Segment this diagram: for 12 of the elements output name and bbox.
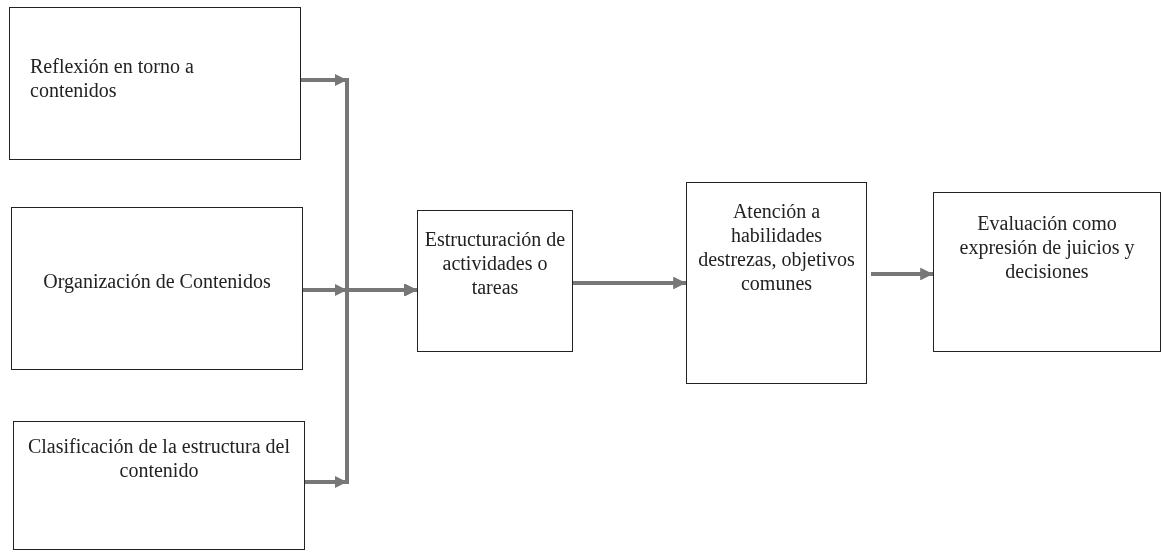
process-box [11, 207, 303, 370]
box-text: Reflexión en torno a contenidos [30, 54, 195, 102]
process-box [9, 7, 301, 160]
process-box [417, 210, 573, 352]
box-text: Estructuración de actividades o tareas [423, 227, 567, 299]
box-text: Evaluación como expresión de juicios y decisiones [958, 211, 1136, 283]
box-text: Clasificación de la estructura del contenido [26, 434, 292, 482]
process-box [686, 182, 867, 384]
box-text: Organización de Contenidos [43, 268, 271, 293]
process-box [13, 421, 305, 550]
process-box [933, 192, 1161, 352]
box-text: Atención a habilidades destrezas, objetivos comunes [697, 199, 856, 295]
